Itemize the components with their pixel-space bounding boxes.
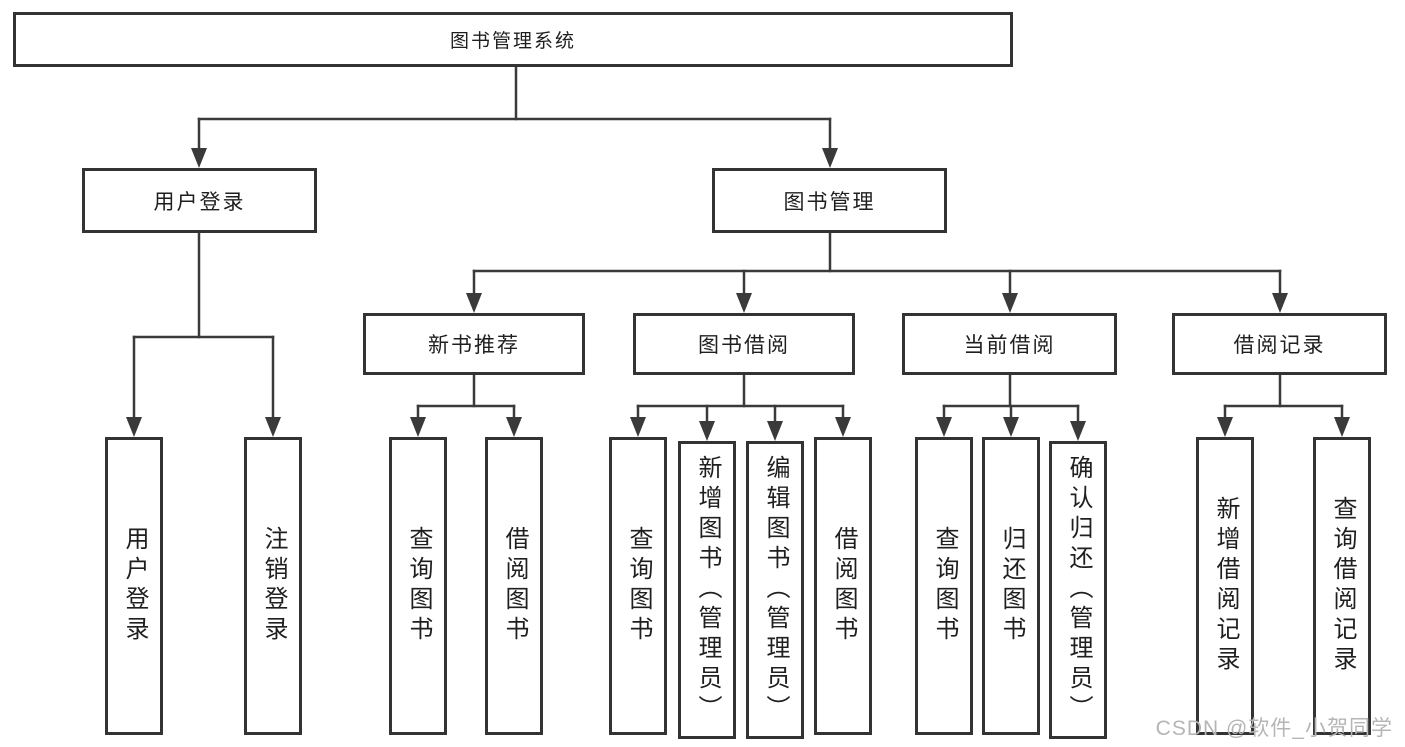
node-root: 图书管理系统 (13, 12, 1013, 67)
leaf-current-query-books: 查询图书 (915, 437, 973, 735)
leaf-borrow-books: 借阅图书 (814, 437, 872, 735)
csdn-watermark: CSDN @软件_小贺同学 (1155, 717, 1393, 740)
connector-current-borrow-to-leaves (936, 373, 1086, 441)
leaf-query-borrow-record: 查询借阅记录 (1313, 437, 1371, 735)
node-new-book-recommend: 新书推荐 (363, 313, 585, 375)
node-borrow-records: 借阅记录 (1172, 313, 1387, 375)
node-user-login: 用户登录 (82, 168, 317, 233)
connector-book-management-to-level3 (466, 231, 1288, 313)
connector-new-book-recommend-to-leaves (410, 373, 522, 437)
leaf-recommend-query-books: 查询图书 (389, 437, 447, 735)
connector-user-login-to-leaves (126, 231, 281, 437)
leaf-user-login: 用户登录 (105, 437, 163, 735)
leaf-confirm-return-admin: 确认归还（管理员） (1049, 441, 1107, 739)
leaf-add-borrow-record: 新增借阅记录 (1196, 437, 1254, 735)
node-current-borrow: 当前借阅 (902, 313, 1117, 375)
leaf-return-books: 归还图书 (982, 437, 1040, 735)
connector-book-borrow-to-leaves (630, 373, 851, 441)
leaf-borrow-query-books: 查询图书 (609, 437, 667, 735)
connector-borrow-records-to-leaves (1217, 373, 1350, 437)
leaf-logout: 注销登录 (244, 437, 302, 735)
node-book-borrow: 图书借阅 (633, 313, 855, 375)
leaf-add-books-admin: 新增图书（管理员） (678, 441, 736, 739)
leaf-edit-books-admin: 编辑图书（管理员） (746, 441, 804, 739)
connector-root-to-level2 (191, 65, 838, 168)
leaf-recommend-borrow-books: 借阅图书 (485, 437, 543, 735)
node-book-management: 图书管理 (712, 168, 947, 233)
